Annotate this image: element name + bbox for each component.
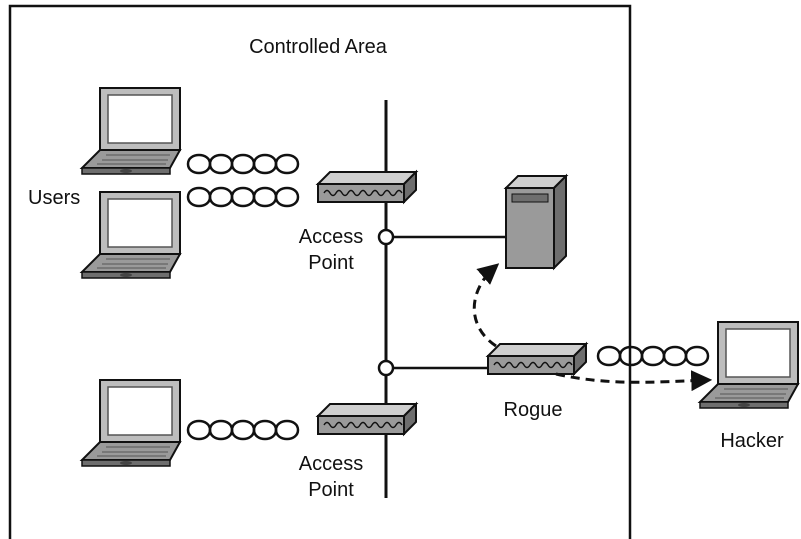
controlled-area-title: Controlled Area (249, 36, 388, 58)
network-junction-icon (377, 228, 395, 246)
controlled-area-boundary (8, 4, 632, 539)
access-point-top-label-line1: Access (299, 226, 363, 248)
access-point-bottom-label-line1: Access (299, 453, 363, 475)
wireless-signal-icon (186, 419, 300, 441)
server-icon (503, 173, 569, 271)
wireless-signal-icon (596, 345, 710, 367)
user-laptop-icon (81, 191, 181, 279)
access-point-icon (317, 171, 417, 203)
hacker-laptop-icon (699, 321, 799, 409)
wireless-signal-icon (186, 153, 300, 175)
wireless-signal-icon (186, 186, 300, 208)
access-point-bottom-label-line2: Point (308, 479, 354, 501)
access-point-top-label-line2: Point (308, 252, 354, 274)
rogue-access-point-icon (487, 343, 587, 375)
attack-path-to-hacker (555, 370, 713, 392)
users-label: Users (28, 187, 80, 209)
user-laptop-icon (81, 379, 181, 467)
hacker-label: Hacker (720, 430, 784, 452)
access-point-icon (317, 403, 417, 435)
attack-path-to-server (472, 263, 500, 348)
user-laptop-icon (81, 87, 181, 175)
rogue-label: Rogue (504, 399, 563, 421)
network-junction-icon (377, 359, 395, 377)
